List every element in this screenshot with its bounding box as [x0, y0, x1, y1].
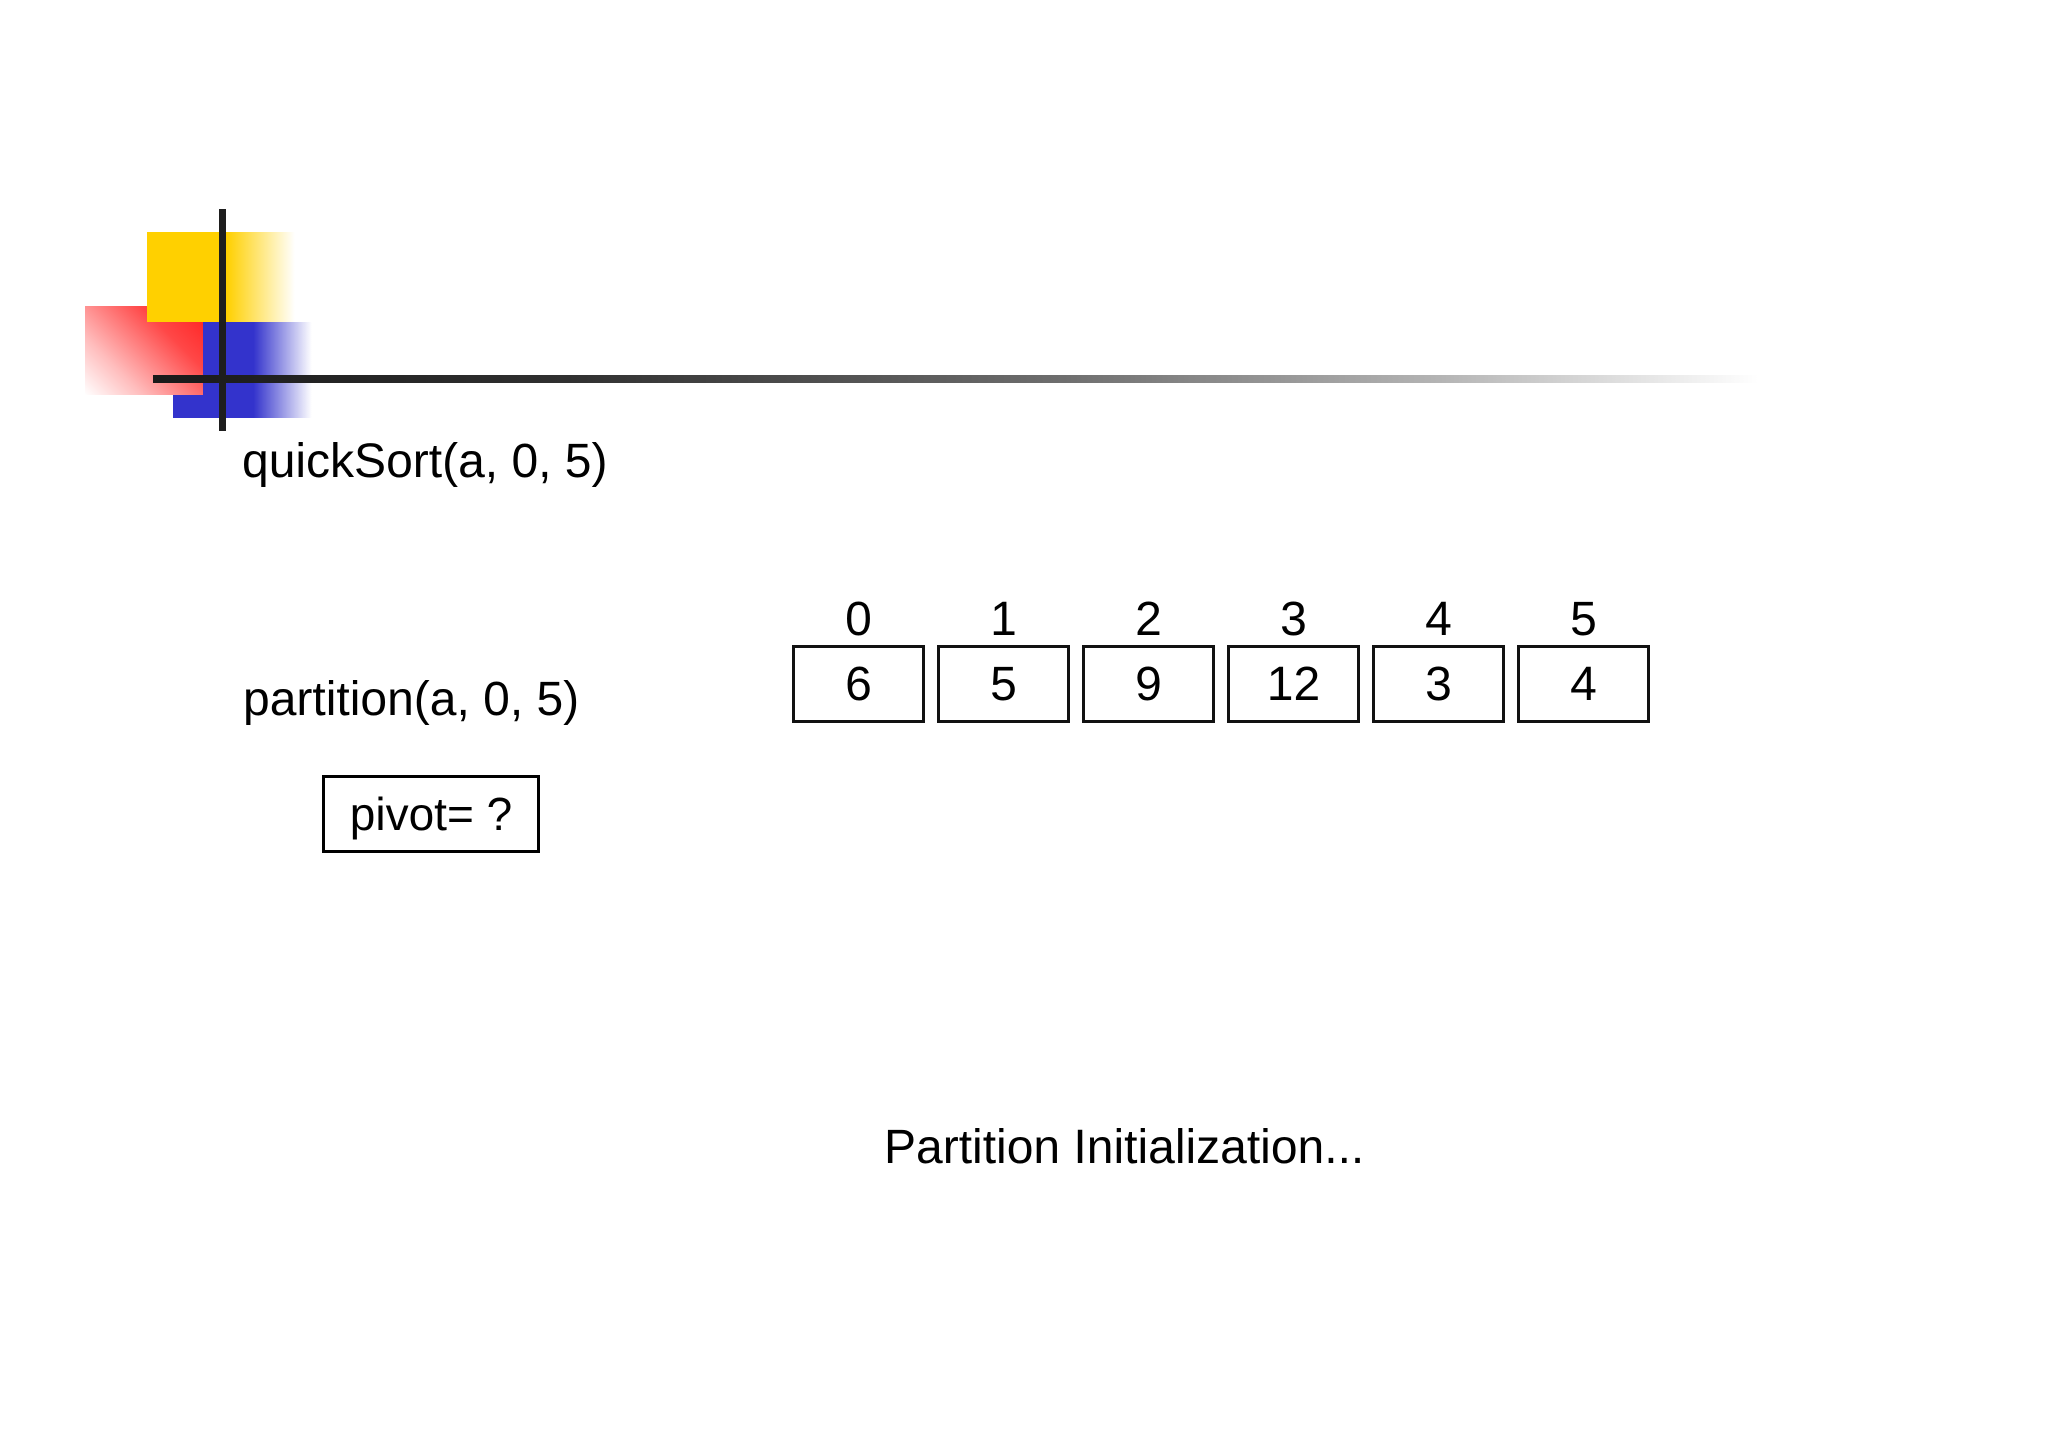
array-index-label: 3 [1280, 593, 1307, 646]
pivot-box: pivot= ? [322, 775, 540, 853]
array-index-row: 0 1 2 3 4 5 [792, 596, 1650, 644]
array-index-label: 4 [1425, 593, 1452, 646]
array-index-label: 5 [1570, 593, 1597, 646]
array-cell-row: 6 5 9 12 3 4 [792, 645, 1650, 723]
array-cell: 3 [1372, 645, 1505, 723]
pivot-label: pivot= ? [349, 788, 513, 840]
quicksort-call-text: quickSort(a, 0, 5) [242, 435, 608, 488]
array-cell: 9 [1082, 645, 1215, 723]
header-rule-line [153, 375, 1808, 383]
array-index-label: 0 [845, 593, 872, 646]
array: 0 1 2 3 4 5 6 5 9 12 3 4 [792, 596, 1650, 723]
array-index-label: 1 [990, 593, 1017, 646]
array-cell: 5 [937, 645, 1070, 723]
caption-text: Partition Initialization... [884, 1121, 1365, 1174]
partition-call-text: partition(a, 0, 5) [243, 673, 580, 726]
logo-vertical-line [219, 209, 226, 431]
array-index-label: 2 [1135, 593, 1162, 646]
array-cell: 6 [792, 645, 925, 723]
array-cell: 12 [1227, 645, 1360, 723]
array-cell: 4 [1517, 645, 1650, 723]
